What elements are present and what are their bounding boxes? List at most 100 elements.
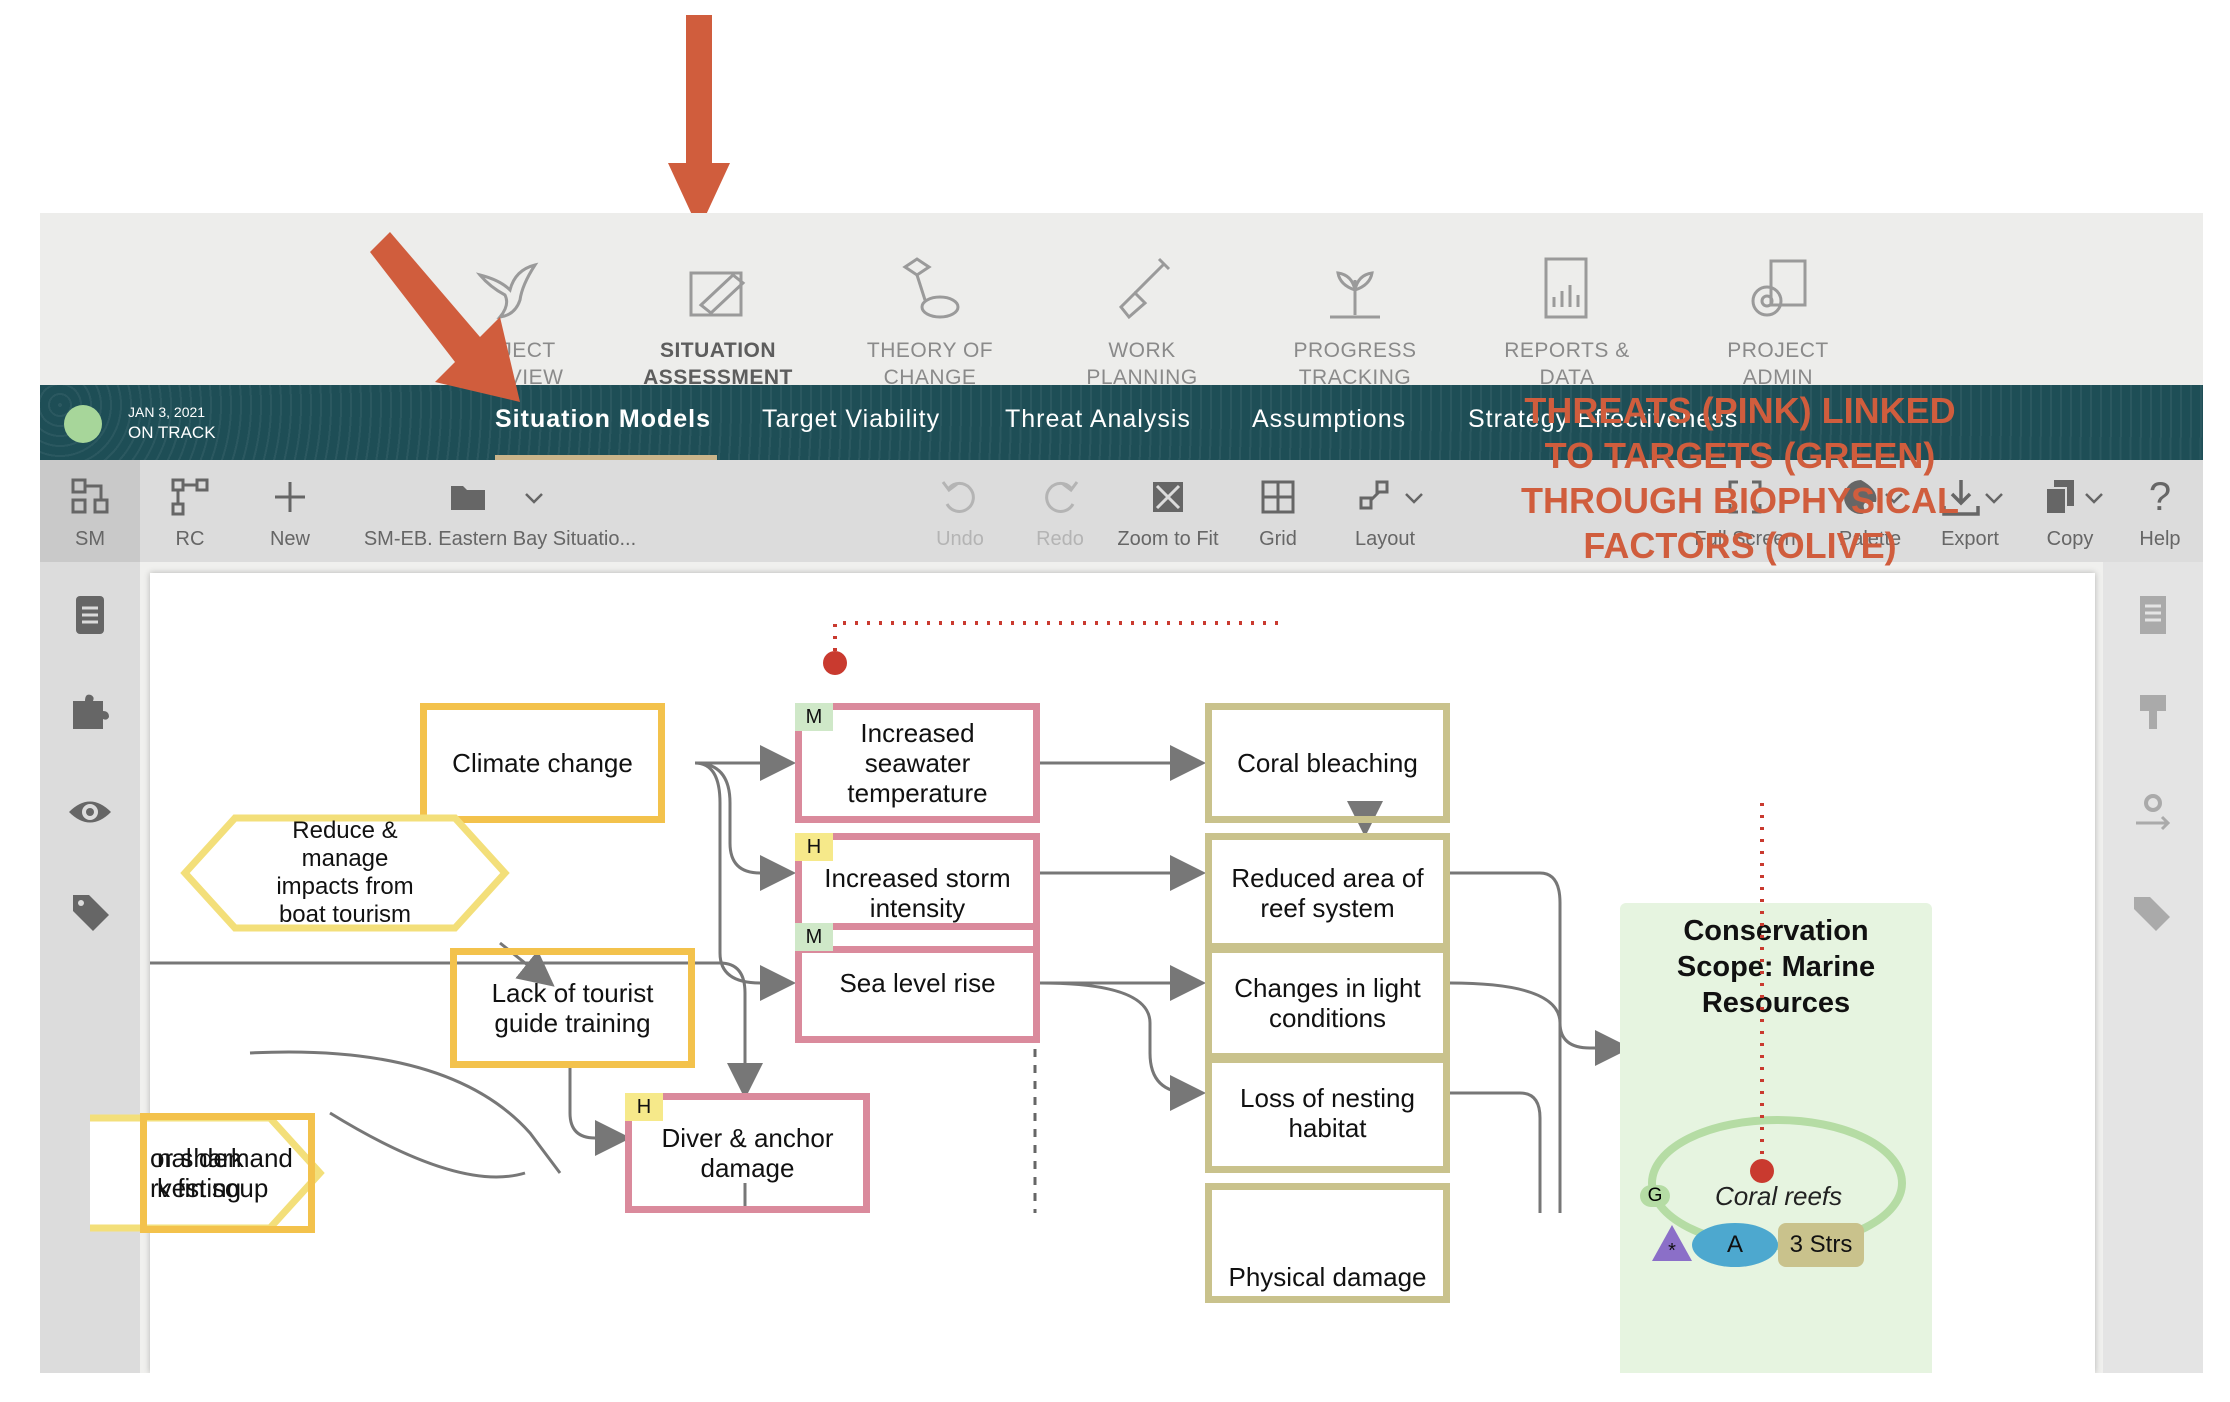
redo-label: Redo	[1036, 528, 1084, 550]
module-work-planning[interactable]: WORK PLANNING	[1052, 233, 1232, 389]
redo-icon	[1045, 481, 1079, 513]
module-reports-data[interactable]: REPORTS & DATA	[1477, 233, 1657, 389]
annotation-text: THREATS (PINK) LINKED TO TARGETS (GREEN)…	[1500, 388, 1980, 568]
copy-button[interactable]: Copy	[2015, 460, 2125, 562]
right-sidebar	[2103, 562, 2203, 1373]
left-sidebar	[40, 562, 140, 1373]
rc-chain-icon	[171, 478, 209, 516]
plus-icon	[275, 482, 305, 512]
strategy-hexagon	[180, 814, 510, 932]
tag-icon[interactable]	[65, 887, 115, 937]
active-tab-underline	[495, 455, 717, 460]
sm-label: SM	[75, 528, 105, 550]
shovel-icon	[1118, 257, 1171, 320]
diagram-canvas[interactable]: Climate change Increased seawater temper…	[90, 573, 2095, 1373]
threat-seawater-temperature[interactable]: Increased seawater temperature	[795, 703, 1040, 823]
copy-icon	[2045, 480, 2074, 515]
factor-light-conditions[interactable]: Changes in light conditions	[1205, 943, 1450, 1063]
zoom-to-fit-button[interactable]: Zoom to Fit	[1103, 460, 1233, 562]
export-button[interactable]: Export	[1915, 460, 2025, 562]
scope-title: Conservation Scope: Marine Resources	[1676, 915, 1876, 1019]
grid-icon	[1261, 480, 1295, 514]
target-name: Coral reefs	[1715, 1181, 1843, 1211]
file-selector[interactable]: SM-EB. Eastern Bay Situatio...	[340, 460, 660, 562]
palette-icon	[1844, 480, 1877, 514]
threat-sea-level-rise[interactable]: Sea level rise	[795, 923, 1040, 1043]
toolbar: SM RC New SM-EB. Eastern Bay Situatio...…	[40, 460, 2203, 562]
module-label: PROGRESS TRACKING	[1293, 339, 1417, 389]
module-project-admin[interactable]: PROJECT ADMIN	[1688, 233, 1868, 389]
module-progress-tracking[interactable]: PROGRESS TRACKING	[1265, 233, 1445, 389]
grid-button[interactable]: Grid	[1228, 460, 1328, 562]
palette-button[interactable]: Palette	[1815, 460, 1925, 562]
conservation-scope[interactable]: Conservation Scope: Marine Resources G C…	[1620, 903, 1932, 1373]
strategy-shark-harvesting[interactable]: or shark rvesting	[150, 1143, 244, 1203]
rating-badge: M	[795, 703, 833, 731]
annotation-pointer	[1750, 803, 1774, 1183]
chevron-down-icon	[1885, 493, 1903, 504]
gear-document-icon	[1751, 259, 1807, 317]
flowchart-icon	[902, 257, 960, 319]
tab-strategy-effectiveness[interactable]: Strategy Effectiveness	[1468, 405, 1739, 433]
factor-physical-damage[interactable]: Physical damage	[1205, 1183, 1450, 1303]
tab-threat-analysis[interactable]: Threat Analysis	[1005, 405, 1191, 433]
threat-diver-anchor-damage[interactable]: Diver & anchor damage	[625, 1093, 870, 1213]
annotation-arrow-down	[668, 15, 730, 230]
tab-assumptions[interactable]: Assumptions	[1252, 405, 1407, 433]
tab-situation-models[interactable]: Situation Models	[495, 405, 711, 433]
module-label: REPORTS & DATA	[1504, 339, 1630, 389]
strategy-reduce-boat-impacts[interactable]: Reduce & manage impacts from boat touris…	[276, 817, 414, 928]
tab-target-viability[interactable]: Target Viability	[762, 405, 941, 433]
redo-button[interactable]: Redo	[1010, 460, 1110, 562]
help-label: Help	[2139, 528, 2181, 550]
notes-icon[interactable]	[2128, 590, 2178, 640]
status-date: JAN 3, 2021	[128, 404, 206, 420]
diagram-links	[150, 621, 1631, 1213]
module-theory-of-change[interactable]: THEORY OF CHANGE	[840, 233, 1020, 389]
annotation-arrow-diagonal	[370, 232, 520, 402]
help-button[interactable]: ? Help	[2110, 460, 2203, 562]
settings-arrow-icon[interactable]	[2128, 787, 2178, 837]
fullscreen-label: Full Screen	[1694, 528, 1796, 550]
module-label: PROJECT ADMIN	[1727, 339, 1829, 389]
zoom-fit-icon	[1153, 482, 1183, 512]
fullscreen-icon	[1728, 480, 1762, 514]
threat-storm-intensity[interactable]: Increased storm intensity	[795, 833, 1040, 953]
rating-badge: H	[795, 833, 833, 861]
chevron-down-icon	[1405, 493, 1423, 504]
layout-icon	[1359, 480, 1389, 510]
layout-button[interactable]: Layout	[1325, 460, 1445, 562]
new-button[interactable]: New	[240, 460, 340, 562]
factor-lack-guide-training[interactable]: Lack of tourist guide training	[450, 948, 695, 1068]
question-icon: ?	[2148, 475, 2172, 519]
full-screen-button[interactable]: Full Screen	[1680, 460, 1810, 562]
brush-icon[interactable]	[2128, 687, 2178, 737]
puzzle-icon[interactable]	[65, 687, 115, 737]
palette-label: Palette	[1838, 528, 1902, 550]
status-indicator	[64, 405, 102, 443]
module-label: WORK PLANNING	[1086, 339, 1198, 389]
factor-nesting-habitat[interactable]: Loss of nesting habitat	[1205, 1053, 1450, 1173]
module-situation-assessment[interactable]: SITUATION ASSESSMENT	[628, 233, 808, 401]
target-badge: G	[1640, 1185, 1670, 1207]
module-label: SITUATION ASSESSMENT	[643, 339, 793, 389]
rc-button[interactable]: RC	[140, 460, 240, 562]
chevron-down-icon	[1985, 493, 2003, 504]
folder-icon	[451, 486, 485, 510]
factor-climate-change[interactable]: Climate change	[420, 703, 665, 823]
undo-icon	[941, 481, 975, 513]
target-stresses: 3 Strs	[1778, 1223, 1864, 1267]
rating-badge: H	[625, 1093, 663, 1121]
factor-coral-bleaching[interactable]: Coral bleaching	[1205, 703, 1450, 823]
undo-button[interactable]: Undo	[910, 460, 1010, 562]
factor-reduced-reef-area[interactable]: Reduced area of reef system	[1205, 833, 1450, 953]
svg-text:*: *	[1668, 1240, 1676, 1262]
eye-icon[interactable]	[65, 787, 115, 837]
tags-icon[interactable]	[2128, 887, 2178, 937]
module-label: THEORY OF CHANGE	[866, 339, 994, 389]
sm-button[interactable]: SM	[40, 460, 140, 562]
grid-label: Grid	[1259, 528, 1297, 550]
factor-international-demand[interactable]: nal demand k fin soup	[140, 1113, 315, 1233]
new-label: New	[269, 528, 310, 550]
document-list-icon[interactable]	[65, 590, 115, 640]
